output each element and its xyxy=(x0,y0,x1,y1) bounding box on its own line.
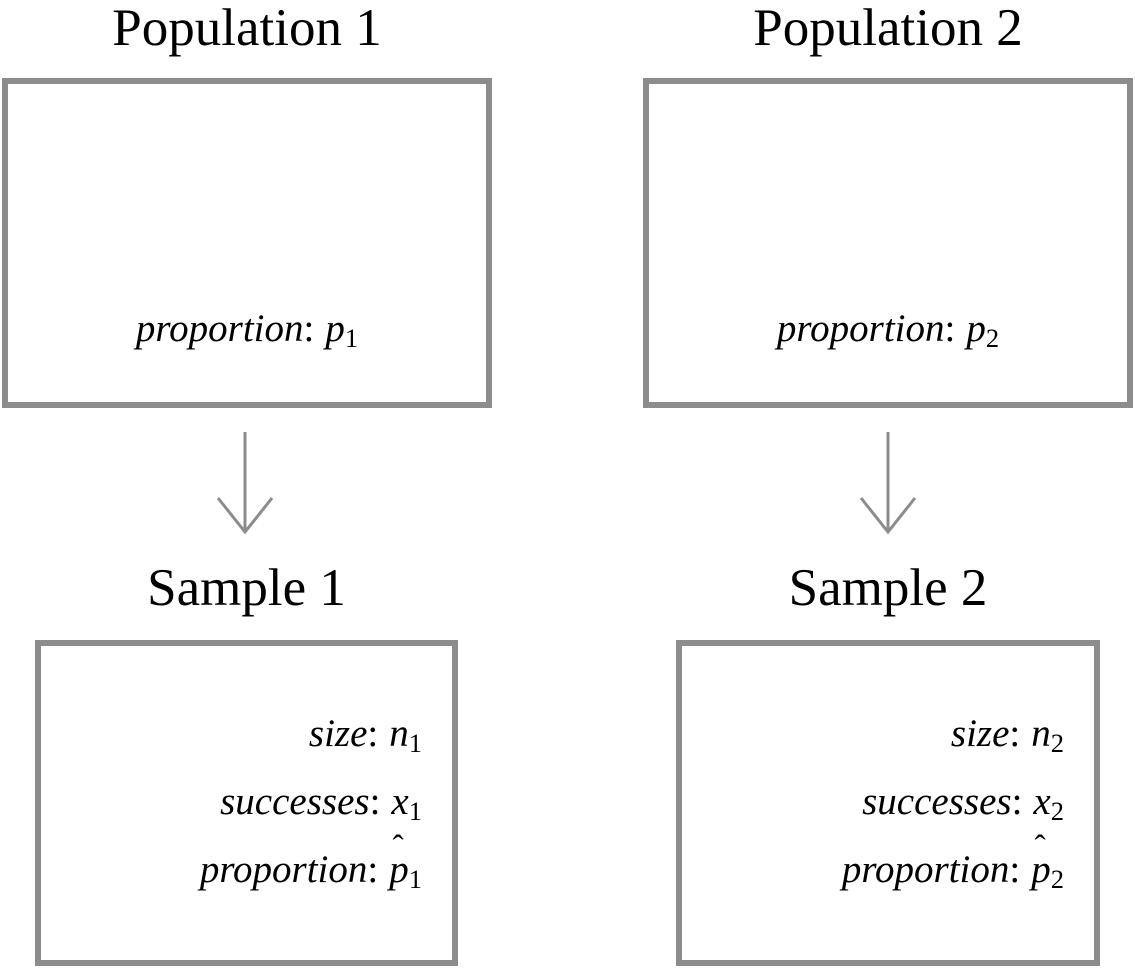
population-2-box: proportion:p2 xyxy=(643,78,1133,408)
sample-1-size-symbol: n xyxy=(389,712,409,755)
sample-2-proportion-symbol: p xyxy=(1031,847,1051,891)
population-1-title: Population 1 xyxy=(112,0,382,57)
population-2-proportion-line: proportion:p2 xyxy=(649,306,1127,354)
population-1-proportion-subscript: 1 xyxy=(344,322,359,353)
sample-1-size-label: size xyxy=(308,712,368,755)
circumflex-accent-icon: ˆ xyxy=(392,829,404,867)
sample-2-successes-symbol: x xyxy=(1033,779,1051,823)
sample-1-proportion-colon: : xyxy=(367,847,379,891)
sample-2-successes-subscript: 2 xyxy=(1050,795,1064,826)
sample-2-proportion-label: proportion xyxy=(841,847,1010,891)
population-2-proportion-subscript: 2 xyxy=(985,322,1000,353)
sample-2-size-colon: : xyxy=(1009,712,1021,755)
sample-2-proportion-subscript: 2 xyxy=(1050,863,1064,894)
sample-1-proportion-symbol: p xyxy=(389,847,409,891)
sample-2-size-row: size:n2 xyxy=(682,711,1064,759)
down-arrow-icon xyxy=(216,432,274,535)
population-2-proportion-symbol: p xyxy=(966,307,986,350)
sample-2-successes-colon: : xyxy=(1011,779,1023,823)
sample-1-successes-row: successes:x1 xyxy=(41,779,422,827)
sample-2-successes-label: successes xyxy=(862,779,1012,823)
sample-2-size-subscript: 2 xyxy=(1050,727,1064,758)
arrow-population-2-to-sample-2 xyxy=(848,428,928,545)
circumflex-accent-icon: ˆ xyxy=(1034,829,1046,867)
sample-2-size-symbol: n xyxy=(1031,712,1051,755)
sample-1-proportion-subscript: 1 xyxy=(408,863,422,894)
population-1-proportion-label: proportion xyxy=(135,307,304,350)
arrow-population-1-to-sample-1 xyxy=(205,428,285,545)
population-2-proportion-colon: : xyxy=(944,307,956,350)
population-1-proportion-colon: : xyxy=(303,307,315,350)
sample-1-successes-symbol: x xyxy=(391,779,409,823)
population-2-proportion-label: proportion xyxy=(776,307,945,350)
sample-2-proportion-colon: : xyxy=(1009,847,1021,891)
sample-2-title: Sample 2 xyxy=(788,559,988,617)
sample-2-size-label: size xyxy=(950,712,1010,755)
population-2-title: Population 2 xyxy=(753,0,1023,57)
sample-1-size-colon: : xyxy=(367,712,379,755)
sample-1-title: Sample 1 xyxy=(147,559,346,617)
population-1-proportion-line: proportion:p1 xyxy=(8,306,486,354)
sample-1-size-row: size:n1 xyxy=(41,711,422,759)
sample-1-proportion-label: proportion xyxy=(199,847,368,891)
sample-1-size-subscript: 1 xyxy=(408,727,422,758)
sample-1-successes-colon: : xyxy=(369,779,381,823)
sample-1-successes-label: successes xyxy=(220,779,370,823)
sample-2-successes-row: successes:x2 xyxy=(682,779,1064,827)
down-arrow-icon xyxy=(859,432,917,535)
sample-1-successes-subscript: 1 xyxy=(408,795,422,826)
population-1-box: proportion:p1 xyxy=(2,78,492,408)
population-1-proportion-symbol: p xyxy=(325,307,345,350)
